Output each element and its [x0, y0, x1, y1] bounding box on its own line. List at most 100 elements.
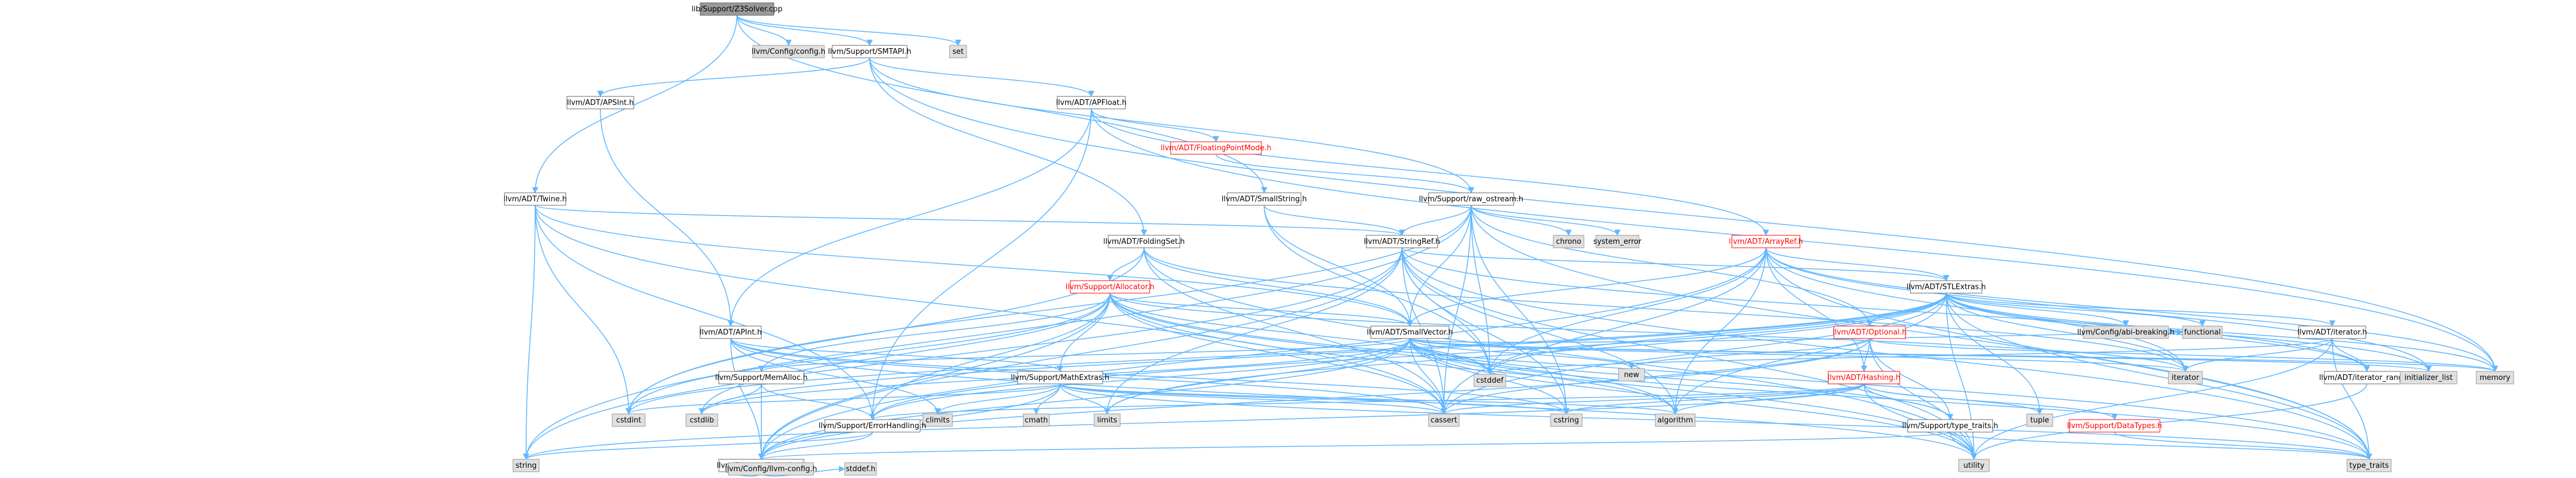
- dependency-edge: [1109, 293, 2372, 460]
- node-stlextras[interactable]: llvm/ADT/STLExtras.h: [1906, 280, 1986, 294]
- node-adt-iterator[interactable]: llvm/ADT/iterator.h: [2298, 325, 2367, 339]
- node-box: [1428, 192, 1514, 206]
- node-label: llvm/Support/ErrorHandling.h: [819, 422, 926, 430]
- dependency-edge: [1399, 205, 1472, 236]
- dependency-edge: [523, 432, 873, 460]
- node-string: string: [512, 459, 540, 472]
- node-label: llvm/ADT/ArrayRef.h: [1729, 238, 1803, 246]
- node-cstddef: cstddef: [1473, 374, 1506, 387]
- node-iterator: iterator: [2168, 371, 2203, 384]
- dependency-edge: [1950, 432, 1977, 460]
- dependency-edge: [625, 383, 1061, 415]
- node-label: llvm/ADT/STLExtras.h: [1906, 283, 1986, 291]
- node-smallstring[interactable]: llvm/ADT/SmallString.h: [1222, 192, 1307, 206]
- dependency-edge: [1946, 293, 2336, 327]
- dependency-edge: [1060, 383, 1570, 415]
- node-box: [2298, 325, 2366, 339]
- node-box: [685, 413, 718, 427]
- node-box: [2069, 419, 2160, 433]
- dependency-edge: [698, 293, 1111, 415]
- node-system-error: system_error: [1594, 235, 1642, 248]
- node-box: [1428, 413, 1460, 427]
- dependency-edge: [1765, 247, 2432, 373]
- dependency-edge: [869, 57, 1147, 236]
- node-llvm-config-h: llvm/Config/config.h: [752, 45, 825, 58]
- node-label: algorithm: [1658, 416, 1693, 425]
- dependency-edge: [736, 15, 792, 46]
- dependency-edge: [1057, 293, 1111, 373]
- node-box: [824, 419, 921, 433]
- node-raw-ostream[interactable]: llvm/Support/raw_ostream.h: [1419, 192, 1523, 206]
- dependency-edge: [869, 338, 1410, 421]
- dependency-edge: [2332, 338, 2370, 373]
- node-twine[interactable]: llvm/ADT/Twine.h: [503, 192, 567, 206]
- dependency-edge: [1109, 293, 1679, 415]
- node-datatypes[interactable]: llvm/Support/DataTypes.h: [2067, 419, 2162, 433]
- node-box: [612, 413, 646, 427]
- edge-layer: [523, 15, 2498, 477]
- dependency-edge: [1471, 205, 1621, 236]
- dependency-edge: [1765, 247, 1950, 282]
- dependency-edge: [1091, 108, 1219, 143]
- node-label: new: [1624, 371, 1639, 379]
- dependency-edge: [1946, 293, 2189, 373]
- dependency-edge: [523, 383, 1865, 460]
- node-label: llvm/ADT/iterator.h: [2298, 328, 2367, 337]
- node-box: [1094, 413, 1121, 427]
- dependency-edge: [1765, 247, 1867, 373]
- node-apfloat[interactable]: llvm/ADT/APFloat.h: [1056, 96, 1126, 109]
- node-label: chrono: [1556, 238, 1582, 246]
- dependency-edge: [1486, 338, 2333, 375]
- node-allocator[interactable]: llvm/Support/Allocator.h: [1066, 280, 1155, 294]
- node-type-traits-h[interactable]: llvm/Support/type_traits.h: [1902, 419, 1998, 433]
- node-label: cmath: [1024, 416, 1048, 425]
- dependency-edge: [1406, 205, 1472, 327]
- node-box: [2182, 325, 2223, 339]
- node-arrayref[interactable]: llvm/ADT/ArrayRef.h: [1729, 235, 1803, 248]
- node-box: [2026, 413, 2053, 427]
- node-smtapi[interactable]: llvm/Support/SMTAPI.h: [828, 45, 912, 58]
- node-label: llvm/ADT/FoldingSet.h: [1103, 238, 1185, 246]
- dependency-edge: [535, 205, 1447, 415]
- node-label: iterator: [2172, 374, 2200, 382]
- node-box: [922, 413, 953, 427]
- node-smallvector[interactable]: llvm/ADT/SmallVector.h: [1367, 325, 1453, 339]
- dependency-edge: [1409, 338, 1447, 415]
- dependency-edge: [1409, 338, 1635, 370]
- dependency-edge: [1765, 247, 2372, 460]
- node-box: [1553, 235, 1584, 248]
- node-root[interactable]: lib/Support/Z3Solver.cpp: [692, 2, 782, 16]
- dependency-edge: [1471, 205, 1572, 236]
- dependency-edge: [730, 338, 941, 415]
- node-floatmode[interactable]: llvm/ADT/FloatingPointMode.h: [1160, 141, 1272, 155]
- node-box: [1618, 368, 1645, 382]
- dependency-edge: [758, 293, 1111, 373]
- node-label: limits: [1097, 416, 1117, 425]
- node-box: [718, 371, 804, 384]
- node-label: stddef.h: [846, 465, 875, 473]
- node-box: [2476, 371, 2514, 384]
- dependency-edge: [736, 15, 873, 46]
- node-box: [832, 45, 908, 58]
- node-foldingset[interactable]: llvm/ADT/FoldingSet.h: [1103, 235, 1185, 248]
- node-apint[interactable]: llvm/ADT/APInt.h: [700, 325, 762, 339]
- node-apsint[interactable]: llvm/ADT/APSInt.h: [566, 96, 634, 109]
- node-label: set: [952, 48, 964, 56]
- node-errorhandling[interactable]: llvm/Support/ErrorHandling.h: [819, 419, 926, 433]
- node-mathextras[interactable]: llvm/Support/MathExtras.h: [1011, 371, 1109, 384]
- node-hashing[interactable]: llvm/ADT/Hashing.h: [1828, 371, 1900, 384]
- node-cstdlib: cstdlib: [685, 413, 718, 427]
- dependency-edge: [535, 205, 1413, 327]
- node-iterator-range[interactable]: llvm/ADT/iterator_range.h: [2319, 371, 2414, 384]
- node-stringref[interactable]: llvm/ADT/StringRef.h: [1364, 235, 1440, 248]
- node-memalloc[interactable]: llvm/Support/MemAlloc.h: [715, 371, 808, 384]
- node-label: llvm/Config/abi-breaking.h: [2077, 328, 2175, 337]
- node-optional[interactable]: llvm/ADT/Optional.h: [1833, 325, 1907, 339]
- node-label: memory: [2480, 374, 2511, 382]
- node-label: llvm/Support/raw_ostream.h: [1419, 195, 1523, 204]
- dependency-edge: [1946, 293, 2129, 327]
- dependency-edge: [761, 383, 876, 421]
- dependency-edge: [1104, 247, 1403, 415]
- node-stddef: stddef.h: [844, 462, 877, 476]
- dependency-edge: [535, 205, 632, 415]
